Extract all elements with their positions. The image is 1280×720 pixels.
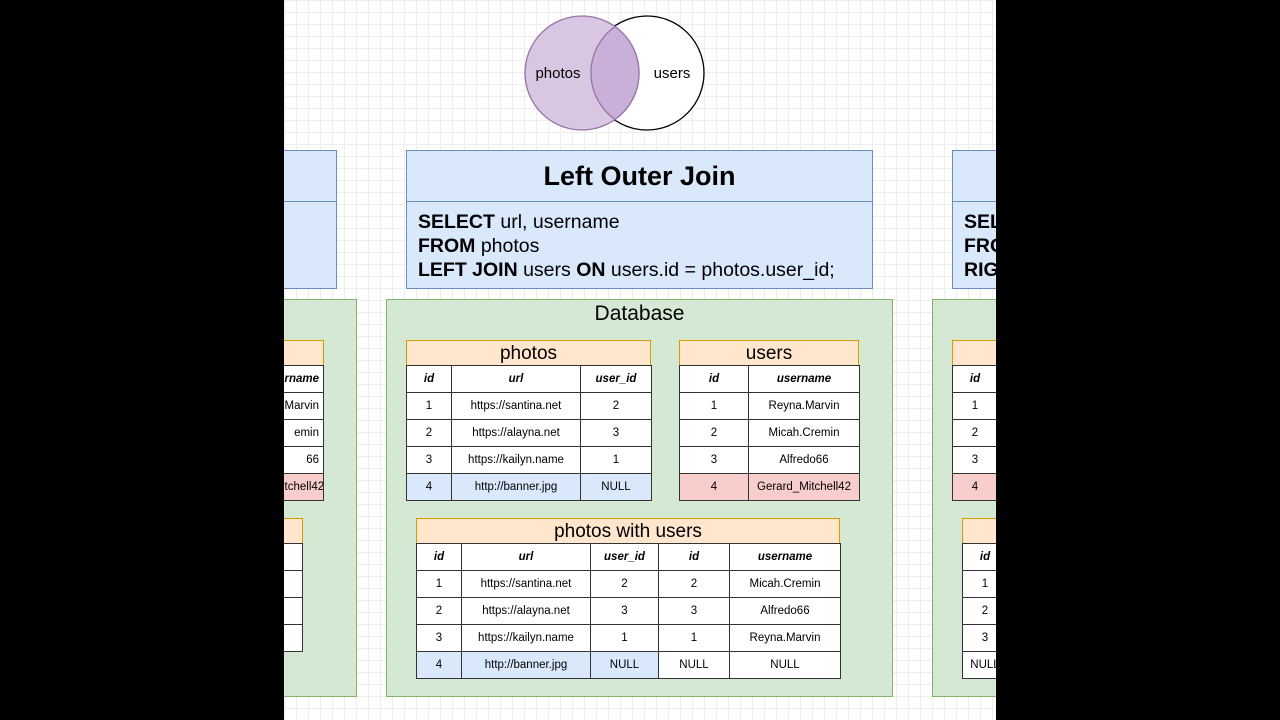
venn-intersection <box>590 25 640 121</box>
result-table-title: photos with users <box>416 518 840 543</box>
database-title: Database <box>594 302 685 325</box>
right-database-panel-partial: id 1 2 3 4 id 1 2 3 NULL <box>932 299 996 697</box>
left-partial-users-table: rname Marvin emin 66 _Mitchell42 <box>284 340 324 501</box>
venn-users-label: users <box>654 65 691 82</box>
venn-photos-label: photos <box>535 65 580 82</box>
photos-table-title: photos <box>406 340 651 365</box>
left-partial-result-table <box>284 518 303 652</box>
venn-diagram: photos users <box>524 15 705 131</box>
query-panel: Left Outer Join SELECT url, username FRO… <box>406 150 873 289</box>
left-database-panel-partial: rname Marvin emin 66 _Mitchell42 <box>284 299 357 697</box>
right-query-panel-partial: SEL FRO RIG <box>952 150 996 289</box>
sql-line: LEFT JOIN users ON users.id = photos.use… <box>418 259 835 281</box>
right-partial-result-table: id 1 2 3 NULL <box>962 518 996 679</box>
users-table-title: users <box>679 340 859 365</box>
right-partial-photos-table: id 1 2 3 4 <box>952 340 996 501</box>
diagram-canvas: photos users Left Outer Join SELECT url,… <box>284 0 996 720</box>
query-title: Left Outer Join <box>407 151 872 202</box>
sql-line: FROM photos <box>418 235 540 257</box>
sql-line: SELECT url, username <box>418 211 620 233</box>
sql-code: SELECT url, username FROM photos LEFT JO… <box>407 202 872 290</box>
left-query-panel-partial <box>284 150 337 289</box>
